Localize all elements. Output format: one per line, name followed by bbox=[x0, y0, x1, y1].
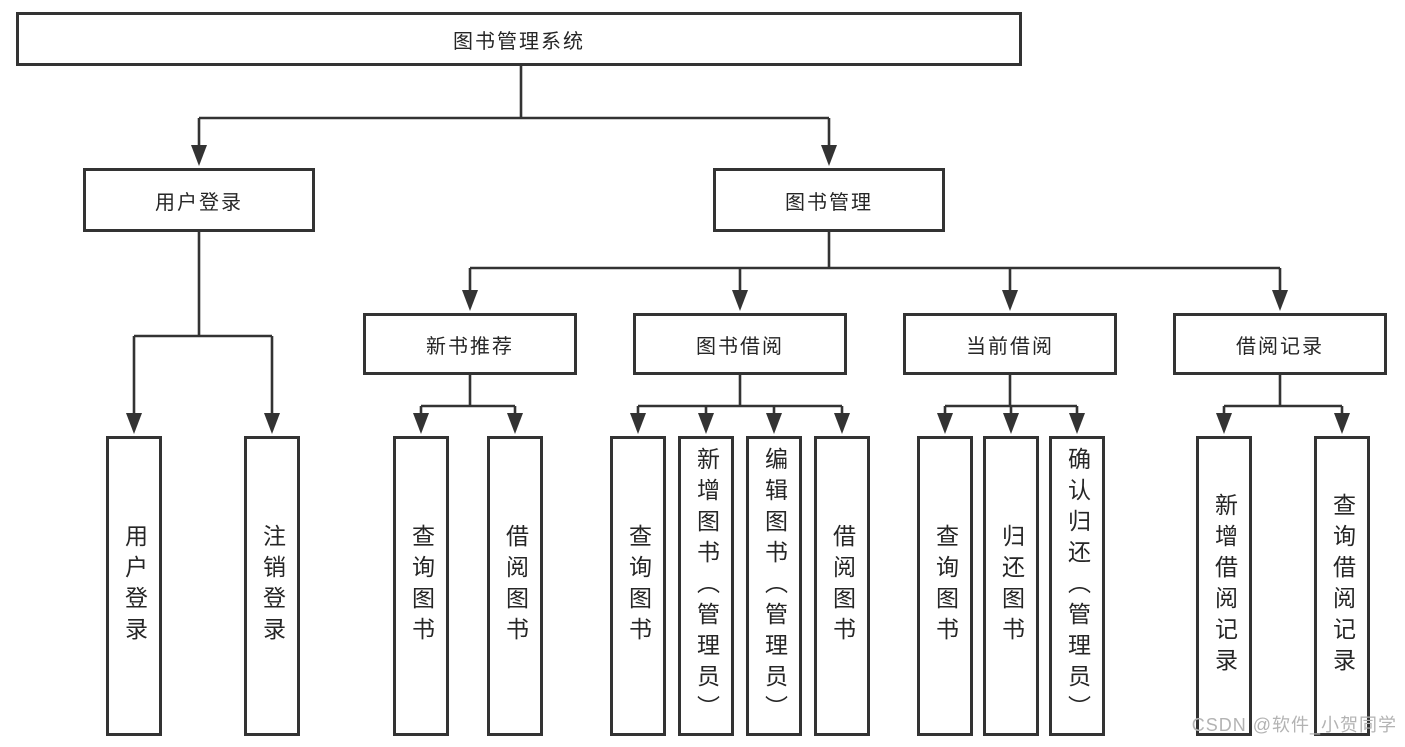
node-book-borrowing: 图书借阅 bbox=[633, 313, 847, 375]
node-book-management: 图书管理 bbox=[713, 168, 945, 232]
node-borrowing-records: 借阅记录 bbox=[1173, 313, 1387, 375]
leaf-cb-confirm-return-admin: 确认归还（管理员） bbox=[1049, 436, 1105, 736]
leaf-nbr-borrow-books: 借阅图书 bbox=[487, 436, 543, 736]
node-user-login: 用户登录 bbox=[83, 168, 315, 232]
leaf-user-login: 用户登录 bbox=[106, 436, 162, 736]
leaf-bb-edit-books-admin: 编辑图书（管理员） bbox=[746, 436, 802, 736]
leaf-br-add-record: 新增借阅记录 bbox=[1196, 436, 1252, 736]
leaf-logout: 注销登录 bbox=[244, 436, 300, 736]
leaf-cb-return-books: 归还图书 bbox=[983, 436, 1039, 736]
leaf-bb-add-books-admin: 新增图书（管理员） bbox=[678, 436, 734, 736]
leaf-bb-query-books: 查询图书 bbox=[610, 436, 666, 736]
leaf-nbr-query-books: 查询图书 bbox=[393, 436, 449, 736]
leaf-bb-borrow-books: 借阅图书 bbox=[814, 436, 870, 736]
leaf-br-query-record: 查询借阅记录 bbox=[1314, 436, 1370, 736]
node-library-system: 图书管理系统 bbox=[16, 12, 1022, 66]
node-current-borrowing: 当前借阅 bbox=[903, 313, 1117, 375]
watermark: CSDN @软件_小贺同学 bbox=[1191, 715, 1397, 735]
node-new-book-recommend: 新书推荐 bbox=[363, 313, 577, 375]
leaf-cb-query-books: 查询图书 bbox=[917, 436, 973, 736]
